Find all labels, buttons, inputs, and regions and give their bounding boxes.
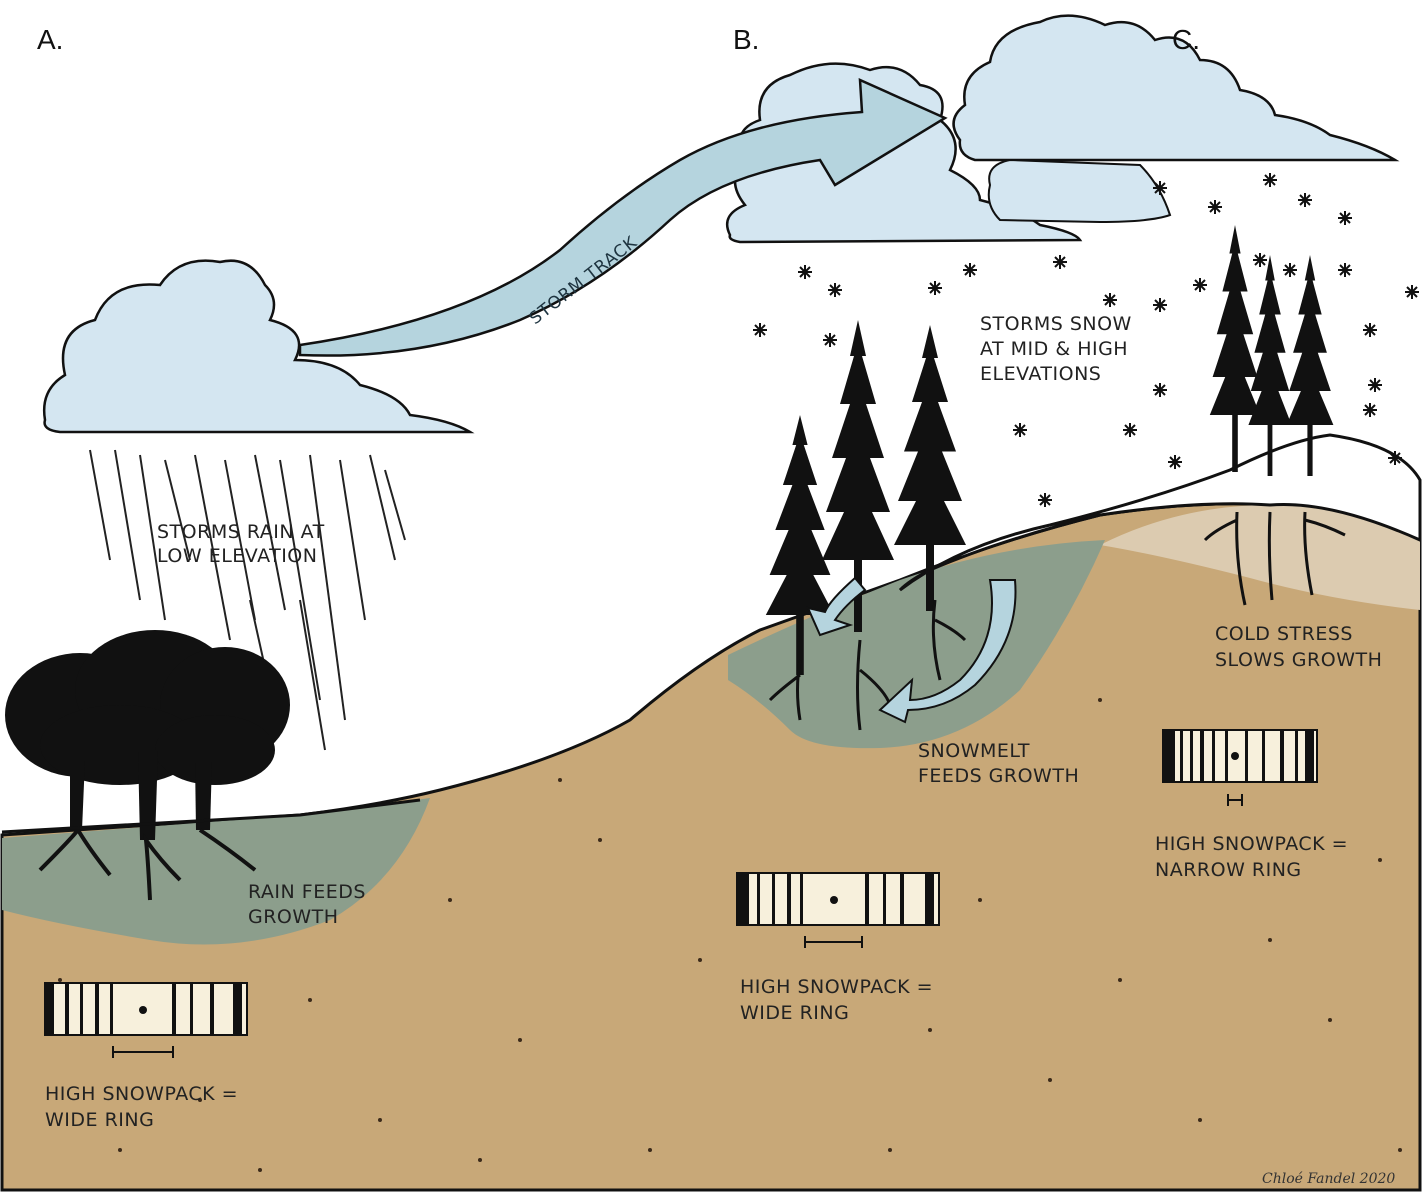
ring-caption-b-line2: WIDE RING (740, 1002, 849, 1024)
ring-caption-a-line2: WIDE RING (45, 1109, 154, 1131)
cold-stress-line2: SLOWS GROWTH (1215, 649, 1382, 671)
rain-label-line2: LOW ELEVATION (157, 545, 317, 567)
rain-label-line1: STORMS RAIN AT (157, 521, 325, 543)
cloud-high-lower (987, 158, 1172, 224)
cloud-low (42, 259, 475, 434)
ring-caption-c-line1: HIGH SNOWPACK = (1155, 833, 1348, 855)
ring-core-high (1162, 729, 1318, 806)
snow-label-line2: AT MID & HIGH (980, 338, 1128, 360)
cold-stress-line1: COLD STRESS (1215, 623, 1353, 645)
panel-letter-a: A. (37, 24, 63, 55)
groundwater-low (2, 798, 430, 945)
snowmelt-arrow-short (806, 576, 867, 637)
deciduous-trees (5, 630, 290, 901)
conifer-roots-high (1203, 511, 1346, 606)
grass-line (1, 798, 421, 834)
snowpack (898, 433, 1422, 592)
panel-letter-b: B. (733, 24, 759, 55)
ring-caption-b-line1: HIGH SNOWPACK = (740, 976, 933, 998)
artist-credit: Chloé Fandel 2020 (1262, 1171, 1395, 1187)
panel-letter-c: C. (1172, 24, 1200, 55)
conifer-roots-mid (768, 599, 967, 731)
snow-label-line3: ELEVATIONS (980, 363, 1101, 385)
storm-track-arrow (298, 78, 948, 357)
soil-speckles (58, 698, 1402, 1172)
ring-core-low (44, 982, 248, 1058)
ring-caption-c-line2: NARROW RING (1155, 859, 1302, 881)
snowmelt-line1: SNOWMELT (918, 740, 1030, 762)
high-elevation-soil (1100, 504, 1420, 610)
rain-feeds-line2: GROWTH (248, 906, 339, 928)
ring-core-mid (736, 872, 940, 948)
snowmelt-arrow-long (878, 579, 1017, 724)
rain-feeds-line1: RAIN FEEDS (248, 881, 366, 903)
rain-streaks (89, 449, 406, 751)
snow-label-line1: STORMS SNOW (980, 313, 1132, 335)
ring-caption-a-line1: HIGH SNOWPACK = (45, 1083, 238, 1105)
snowmelt-line2: FEEDS GROWTH (918, 765, 1079, 787)
cloud-high (952, 14, 1400, 162)
